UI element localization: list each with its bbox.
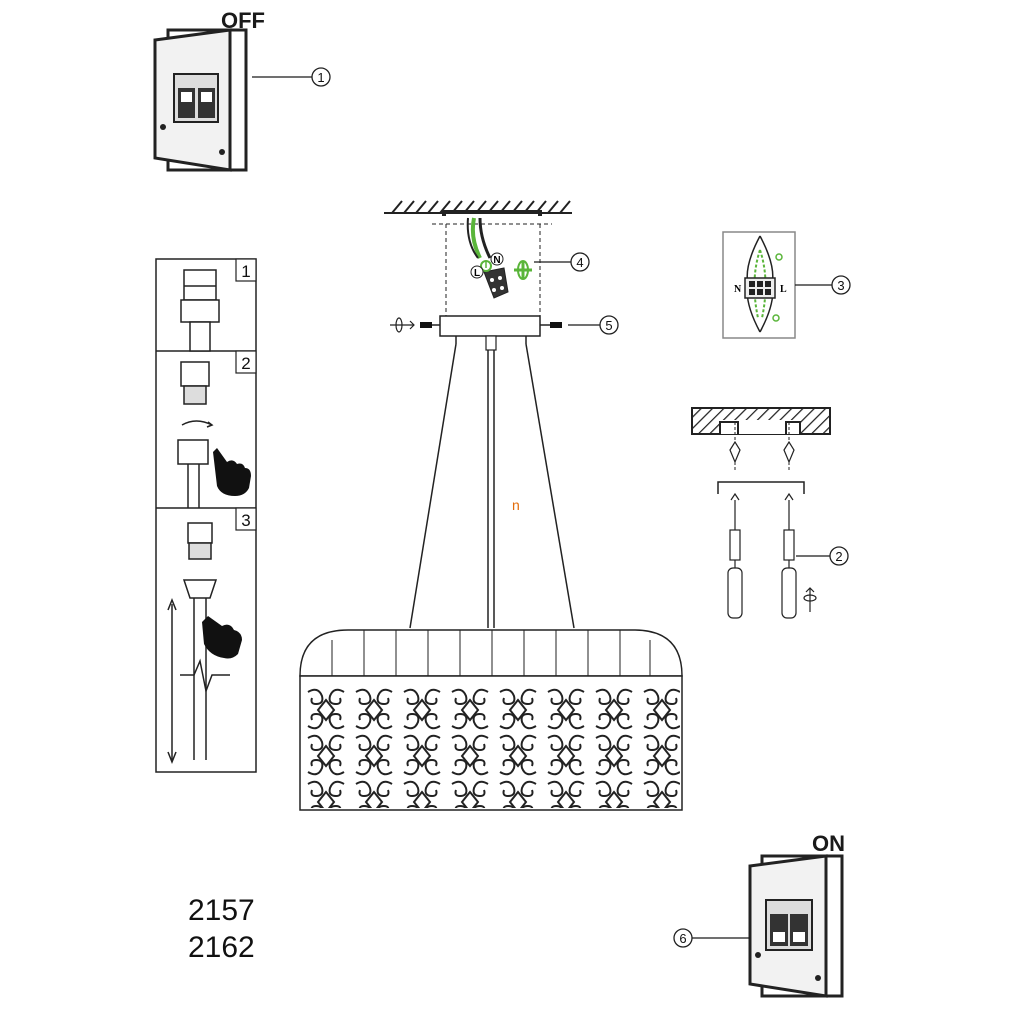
callout-6-number: 6 (679, 931, 686, 946)
callout-3-number: 3 (837, 278, 844, 293)
hand-pinch-icon (202, 616, 242, 659)
terminal-block (483, 267, 509, 299)
step-1-socket-illustration (180, 269, 220, 352)
callout-4-number: 4 (576, 255, 583, 270)
callout-3-circle (831, 275, 851, 295)
model-number-2: 2162 (188, 931, 255, 964)
switch-on-label: ON (812, 831, 845, 856)
callout-2-circle (829, 546, 849, 566)
ground-screw-icon (514, 260, 532, 280)
wire-l-label: L (474, 268, 480, 279)
callout-6-circle (673, 928, 693, 948)
step-3-number: 3 (241, 511, 250, 530)
wire-l-circle (470, 265, 484, 279)
fuse-box-on (748, 854, 844, 998)
ceiling-wires (466, 217, 492, 259)
callout-5-number: 5 (605, 318, 612, 333)
wire-n-label: N (493, 255, 500, 266)
canopy-screw-left (420, 322, 440, 328)
step-2-socket-illustration (177, 361, 214, 508)
callout-5-circle (599, 315, 619, 335)
wire-n-circle (490, 252, 504, 266)
terminal-n-label: N (734, 284, 742, 295)
callout-4-circle (570, 252, 590, 272)
terminal-diagram (722, 231, 796, 339)
callout-1-circle (311, 67, 331, 87)
rotate-arrow-icon (390, 317, 415, 333)
rotate-arrow-icon (803, 587, 817, 612)
mounting-bracket (432, 210, 552, 316)
hand-pointer-icon (213, 448, 251, 496)
step-2-number: 2 (241, 354, 250, 373)
callout-2-number: 2 (835, 549, 842, 564)
step-1-number: 1 (241, 262, 250, 281)
model-number-1: 2157 (188, 894, 255, 927)
ground-symbol-icon (480, 260, 492, 272)
terminal-l-label: L (780, 284, 787, 295)
ceiling-anchor-diagram (691, 407, 831, 619)
fuse-box-off (153, 28, 248, 172)
stray-mark: n (512, 497, 520, 513)
canopy (439, 315, 541, 351)
canopy-screw-right (540, 322, 562, 328)
switch-off-label: OFF (221, 8, 265, 33)
lamp-shade (299, 629, 683, 811)
callout-1-number: 1 (317, 70, 324, 85)
suspension-cables (409, 343, 575, 629)
